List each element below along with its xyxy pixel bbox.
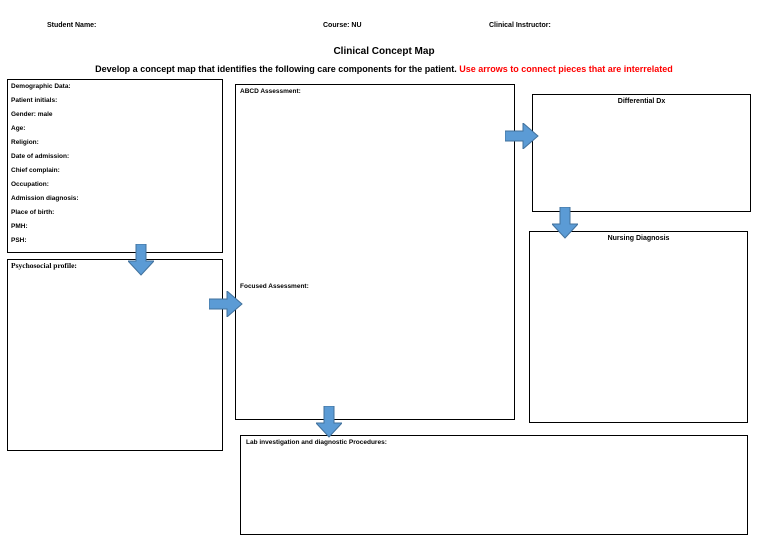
arrow-down-demo-to-psychosocial[interactable] bbox=[128, 244, 154, 276]
demographic-field: Admission diagnosis: bbox=[11, 195, 79, 202]
arrow-right-assessment-to-differential[interactable] bbox=[505, 123, 539, 149]
demographic-field: PMH: bbox=[11, 223, 28, 230]
arrow-down-differential-to-nursing[interactable] bbox=[552, 207, 578, 239]
demographic-field: Demographic Data: bbox=[11, 83, 71, 90]
differential-dx-box[interactable]: Differential Dx bbox=[532, 94, 751, 212]
down-arrow-icon bbox=[316, 406, 342, 438]
course-label: Course: NU bbox=[323, 22, 362, 29]
right-arrow-icon bbox=[209, 291, 243, 317]
demographic-data-box[interactable]: Demographic Data: Patient initials: Gend… bbox=[7, 79, 223, 253]
demographic-field: Religion: bbox=[11, 139, 39, 146]
demographic-field: PSH: bbox=[11, 237, 27, 244]
instructions: Develop a concept map that identifies th… bbox=[0, 64, 768, 74]
demographic-field: Age: bbox=[11, 125, 26, 132]
lab-investigation-label: Lab investigation and diagnostic Procedu… bbox=[246, 439, 387, 446]
demographic-field: Patient initials: bbox=[11, 97, 58, 104]
page-title: Clinical Concept Map bbox=[333, 46, 435, 57]
student-name-label: Student Name: bbox=[47, 22, 97, 29]
assessment-box[interactable]: ABCD Assessment: Focused Assessment: bbox=[235, 84, 515, 420]
down-arrow-icon bbox=[128, 244, 154, 276]
nursing-diagnosis-label: Nursing Diagnosis bbox=[607, 235, 670, 242]
demographic-field: Occupation: bbox=[11, 181, 49, 188]
demographic-field: Chief complain: bbox=[11, 167, 60, 174]
demographic-field: Gender: male bbox=[11, 111, 53, 118]
arrow-down-assessment-to-lab[interactable] bbox=[316, 406, 342, 438]
differential-dx-label: Differential Dx bbox=[617, 98, 666, 105]
demographic-field: Place of birth: bbox=[11, 209, 55, 216]
arrow-right-psychosocial-to-assessment[interactable] bbox=[209, 291, 243, 317]
abcd-assessment-label: ABCD Assessment: bbox=[240, 88, 301, 95]
nursing-diagnosis-box[interactable]: Nursing Diagnosis bbox=[529, 231, 748, 423]
instructions-highlight: Use arrows to connect pieces that are in… bbox=[459, 64, 673, 74]
down-arrow-icon bbox=[552, 207, 578, 239]
psychosocial-profile-box[interactable]: Psychosocial profile: bbox=[7, 259, 223, 451]
instructions-text: Develop a concept map that identifies th… bbox=[95, 64, 457, 74]
right-arrow-icon bbox=[505, 123, 539, 149]
focused-assessment-label: Focused Assessment: bbox=[240, 283, 309, 290]
psychosocial-profile-label: Psychosocial profile: bbox=[11, 261, 77, 270]
demographic-fields-list: Demographic Data: Patient initials: Gend… bbox=[8, 80, 222, 249]
clinical-instructor-label: Clinical Instructor: bbox=[489, 22, 551, 29]
demographic-field: Date of admission: bbox=[11, 153, 70, 160]
lab-investigation-box[interactable]: Lab investigation and diagnostic Procedu… bbox=[240, 435, 748, 535]
